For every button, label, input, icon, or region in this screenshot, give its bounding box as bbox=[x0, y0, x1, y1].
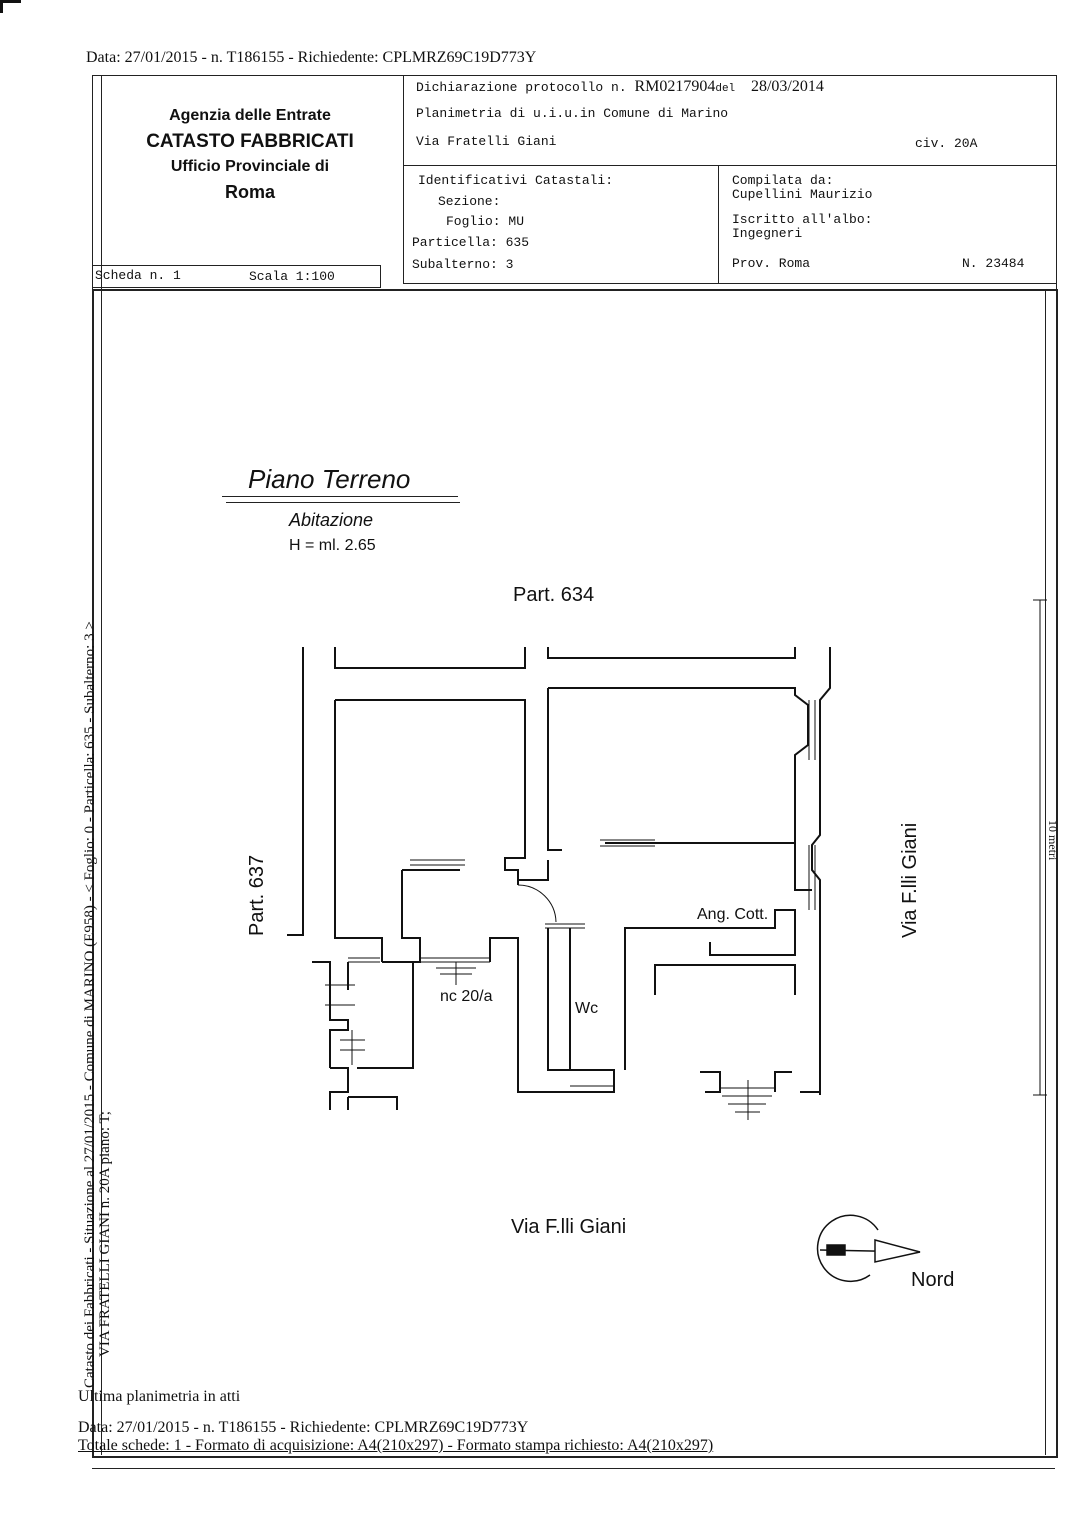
protocol-label: Dichiarazione protocollo n. bbox=[416, 80, 627, 95]
agency-block: Agenzia delle Entrate CATASTO FABBRICATI… bbox=[100, 107, 400, 203]
sezione: Sezione: bbox=[438, 194, 501, 209]
agency-name: Agenzia delle Entrate bbox=[169, 107, 331, 124]
label-entrance: nc 20/a bbox=[440, 988, 493, 1005]
identifiers-title: Identificativi Catastali: bbox=[418, 173, 614, 188]
footer-last-planimetry: Ultima planimetria in atti bbox=[78, 1388, 241, 1405]
footer-data: Data: 27/01/2015 - n. T186155 - Richiede… bbox=[78, 1419, 529, 1436]
drawing-frame bbox=[92, 289, 1058, 1458]
label-street-south: Via F.lli Giani bbox=[511, 1216, 627, 1238]
particella: Particella: 635 bbox=[412, 235, 530, 250]
scale: Scala 1:100 bbox=[249, 269, 335, 284]
planimetry-line: Planimetria di u.i.u.in Comune di Marino bbox=[416, 106, 729, 121]
frame-inner-line bbox=[101, 75, 102, 1455]
label-part-634: Part. 634 bbox=[513, 584, 595, 606]
scheda-box: Scheda n. 1 Scala 1:100 bbox=[92, 265, 381, 288]
protocol-del: del bbox=[715, 83, 736, 95]
compiler-number: N. 23484 bbox=[962, 256, 1025, 271]
albo-label: Iscritto all'albo: bbox=[732, 212, 873, 227]
walls bbox=[287, 647, 831, 1110]
footer-line bbox=[92, 1468, 1055, 1469]
windows-doors bbox=[325, 599, 1047, 1120]
scheda-number: Scheda n. 1 bbox=[95, 268, 181, 283]
title-underline bbox=[222, 496, 458, 497]
footer-totale: Totale schede: 1 - Formato di acquisizio… bbox=[78, 1437, 714, 1454]
title-underline-2 bbox=[226, 502, 460, 503]
albo: Ingegneri bbox=[732, 226, 803, 241]
scan-corner-mark bbox=[0, 0, 21, 13]
side-text-line-2: VIA FRATELLI GIANI n. 20A piano: T; bbox=[97, 1111, 113, 1357]
compiler-title: Compilata da: bbox=[732, 173, 834, 188]
north-arrow-icon bbox=[816, 1214, 921, 1283]
street: Via Fratelli Giani bbox=[416, 134, 557, 149]
subalterno: Subalterno: 3 bbox=[412, 257, 514, 272]
header-divider bbox=[403, 165, 1057, 166]
drawing-right-inner-line bbox=[1045, 290, 1046, 1455]
compiler-name: Cupellini Maurizio bbox=[732, 187, 873, 202]
protocol-line: Dichiarazione protocollo n. RM0217904del… bbox=[416, 78, 824, 96]
header-col-divider bbox=[718, 165, 719, 283]
plan-title: Piano Terreno bbox=[248, 464, 411, 494]
foglio: Foglio: MU bbox=[446, 214, 525, 229]
agency-office: Ufficio Provinciale di bbox=[170, 158, 330, 175]
protocol-date: 28/03/2014 bbox=[750, 78, 824, 95]
label-wc: Wc bbox=[575, 1000, 599, 1017]
protocol-number: RM0217904 bbox=[634, 78, 716, 95]
compiler-province: Prov. Roma bbox=[732, 256, 811, 271]
top-stamp: Data: 27/01/2015 - n. T186155 - Richiede… bbox=[86, 49, 537, 66]
header-box bbox=[403, 75, 1057, 284]
agency-department: CATASTO FABBRICATI bbox=[146, 131, 354, 152]
plan-height: H = ml. 2.65 bbox=[289, 537, 376, 554]
agency-city: Roma bbox=[224, 182, 275, 202]
label-kitchen: Ang. Cott. bbox=[697, 906, 769, 923]
label-north: Nord bbox=[911, 1269, 955, 1291]
civic-number: civ. 20A bbox=[915, 136, 978, 151]
plan-subtitle: Abitazione bbox=[289, 510, 374, 530]
